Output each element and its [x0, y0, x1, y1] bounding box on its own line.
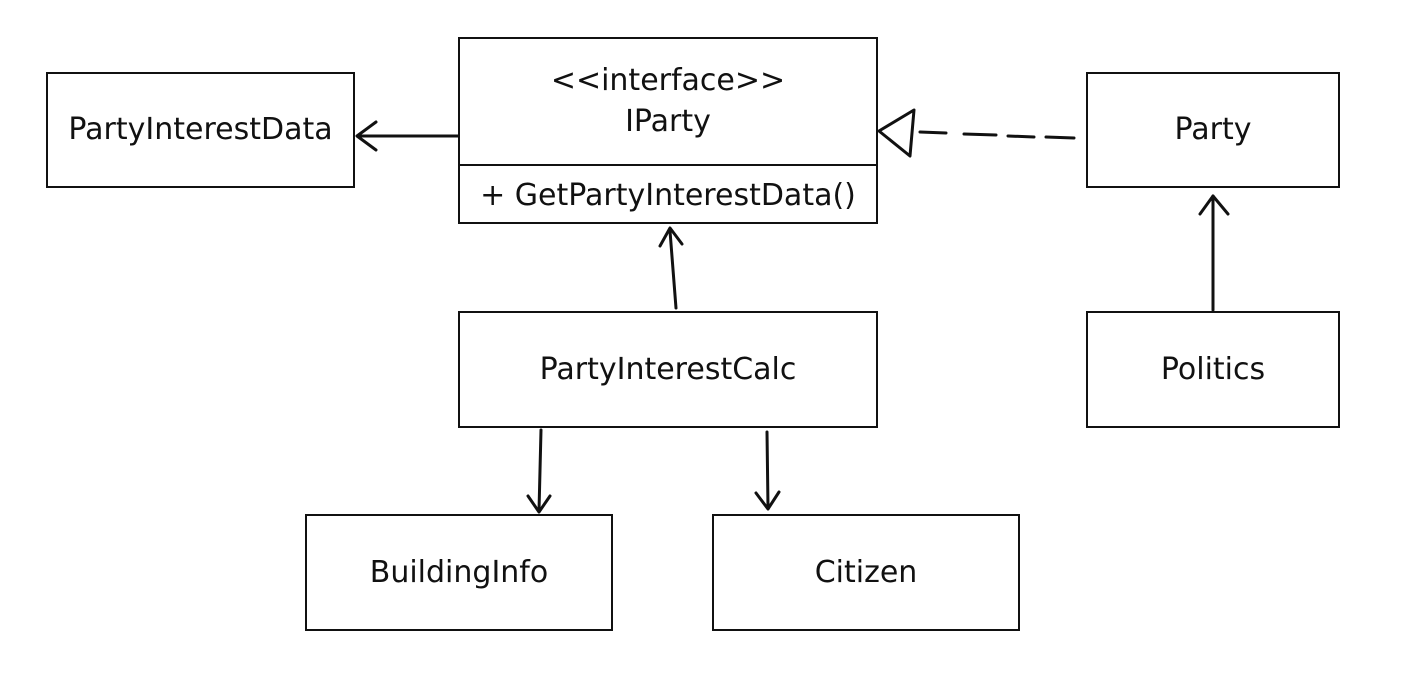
interface-iparty: <<interface>> IParty + GetPartyInterestD…	[458, 37, 878, 224]
interface-iparty-header: <<interface>> IParty	[460, 39, 876, 166]
class-party-label: Party	[1174, 112, 1252, 147]
class-building-info: BuildingInfo	[305, 514, 613, 631]
class-building-info-label: BuildingInfo	[369, 554, 549, 590]
class-politics-label: Politics	[1160, 351, 1266, 387]
interface-iparty-methods: + GetPartyInterestData()	[460, 166, 876, 224]
arrow-calc-to-building-info	[526, 428, 552, 514]
realization-party-to-iparty	[877, 108, 1076, 158]
arrow-calc-to-iparty	[658, 226, 684, 310]
class-party-interest-calc: PartyInterestCalc	[458, 311, 878, 428]
class-party-interest-data-label: PartyInterestData	[68, 112, 333, 147]
interface-name: IParty	[625, 103, 711, 139]
class-politics: Politics	[1086, 311, 1340, 428]
arrow-iparty-to-party-interest-data	[355, 120, 460, 152]
class-party-interest-data: PartyInterestData	[46, 72, 355, 188]
interface-stereotype: <<interface>>	[550, 63, 786, 98]
arrow-politics-to-party	[1198, 194, 1230, 312]
class-party: Party	[1086, 72, 1340, 188]
arrow-calc-to-citizen	[754, 430, 781, 511]
class-party-interest-calc-label: PartyInterestCalc	[539, 351, 797, 387]
class-citizen-label: Citizen	[814, 554, 918, 590]
interface-method: + GetPartyInterestData()	[480, 177, 856, 213]
class-citizen: Citizen	[712, 514, 1020, 631]
